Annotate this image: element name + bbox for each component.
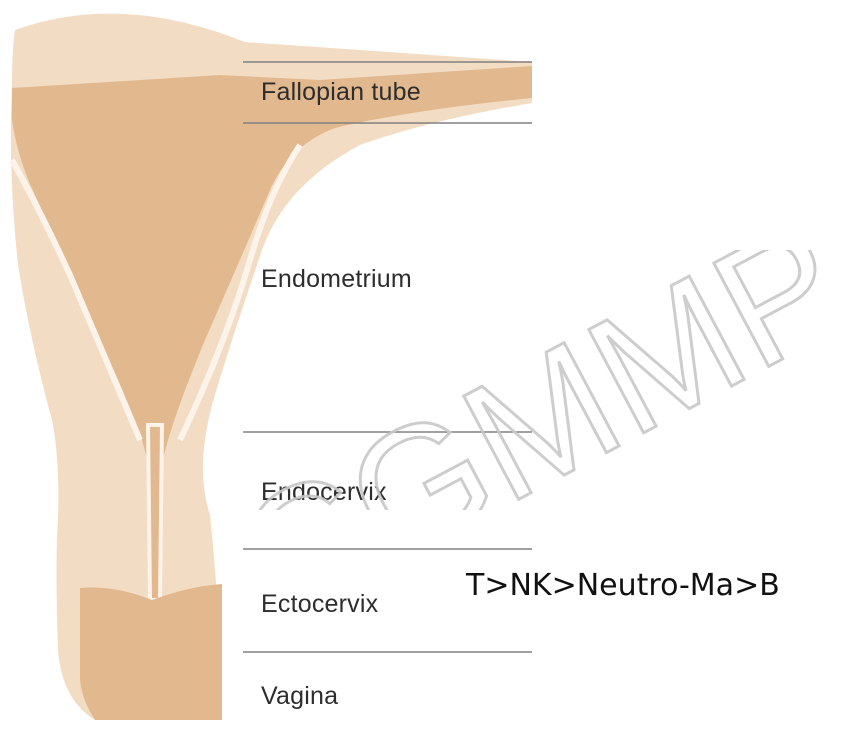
label-fallopian-tube: Fallopian tube [261, 78, 421, 107]
label-ectocervix: Ectocervix [261, 590, 378, 619]
cervical-canal [148, 425, 162, 600]
label-vagina: Vagina [261, 682, 338, 711]
label-endocervix: Endocervix [261, 478, 387, 507]
label-endometrium: Endometrium [261, 265, 412, 294]
cell-ratio-annotation: T>NK>Neutro-Ma>B [466, 568, 780, 603]
vaginal-shape [80, 584, 222, 720]
